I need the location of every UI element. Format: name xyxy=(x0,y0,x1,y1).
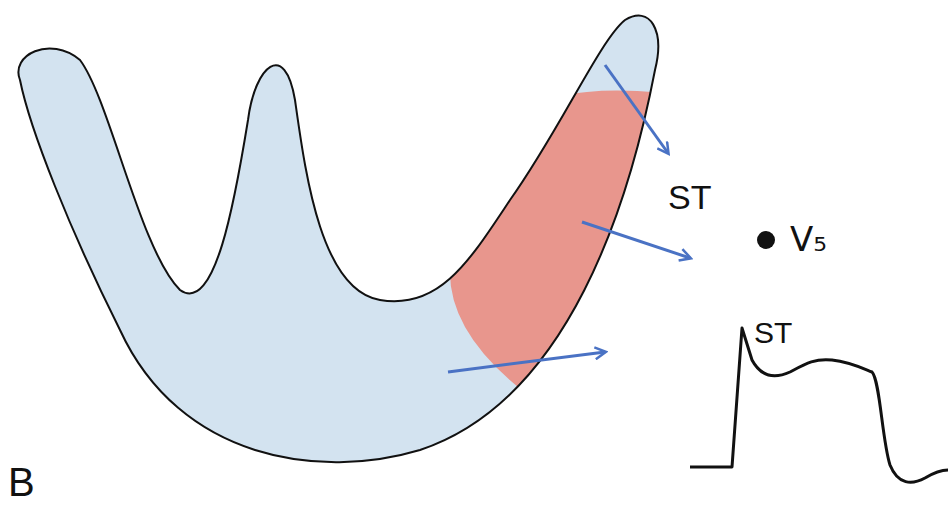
injury-current-arrow xyxy=(605,65,668,153)
panel-letter: B xyxy=(8,462,35,502)
lead-label: V₅ xyxy=(790,222,827,256)
ecg-waveform xyxy=(690,328,948,482)
segment-label: ST xyxy=(668,180,711,214)
segment-label: ST xyxy=(754,318,792,348)
injury-current-arrow xyxy=(448,352,605,372)
injury-current-arrow xyxy=(582,222,690,258)
ventricle-outline xyxy=(18,16,658,463)
ischemic-zone xyxy=(450,90,700,500)
electrode-dot xyxy=(757,231,775,249)
